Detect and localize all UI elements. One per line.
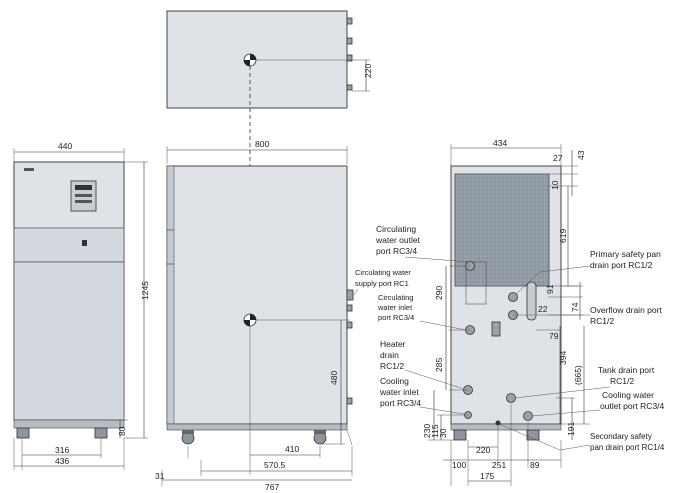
label-primary-pan: Primary safety pan drain port RC1/2 xyxy=(590,249,663,270)
dim-front-width: 440 xyxy=(58,141,72,151)
dim-rear-27: 27 xyxy=(553,153,563,163)
front-middle-panel xyxy=(13,227,125,263)
top-view-body xyxy=(166,10,348,109)
dim-front-height: 1245 xyxy=(140,281,150,300)
side-port-2 xyxy=(346,304,353,312)
control-display xyxy=(75,185,92,190)
front-view: 440 1245 80 316 436 xyxy=(13,141,150,470)
dim-rear-89: 89 xyxy=(530,460,540,470)
dim-front-316: 316 xyxy=(55,445,69,455)
rear-badge xyxy=(491,321,501,337)
dim-rear-91: 91 xyxy=(545,284,555,294)
dim-rear-220: 220 xyxy=(476,445,490,455)
top-center-mark-fill xyxy=(244,54,256,66)
dim-rear-191: 191 xyxy=(566,422,576,436)
dim-rear-290: 290 xyxy=(434,286,444,300)
dim-side-480: 480 xyxy=(329,371,339,385)
port-secondary-pan xyxy=(495,420,501,426)
front-wheel-right xyxy=(94,427,108,439)
dim-rear-251: 251 xyxy=(492,460,506,470)
rear-view: 434 27 43 10 619 91 74 xyxy=(422,138,590,486)
dim-front-436: 436 xyxy=(55,456,69,466)
dim-rear-22: 22 xyxy=(538,304,548,314)
label-circ-inlet: Circulating water inlet port RC3/4 xyxy=(377,293,416,322)
rear-inner-panel xyxy=(465,261,487,305)
label-heater-drain: Heater drain RC1/2 xyxy=(380,339,408,371)
dim-side-410: 410 xyxy=(285,444,299,454)
control-keys-1 xyxy=(75,194,92,197)
label-cooling-inlet: Cooling water inlet port RC3/4 xyxy=(379,376,421,408)
dim-rear-10: 10 xyxy=(550,180,560,190)
dim-rear-285: 285 xyxy=(434,358,444,372)
callouts: Circulating water outlet port RC3/4 Circ… xyxy=(352,224,665,452)
dim-rear-115: 115 xyxy=(430,424,440,438)
rear-pipe xyxy=(526,281,537,321)
side-port-4 xyxy=(346,397,353,405)
side-base xyxy=(166,423,348,431)
side-body xyxy=(166,165,348,425)
front-switch xyxy=(82,240,87,246)
front-wheel-left xyxy=(16,427,30,439)
side-center-mark-fill xyxy=(244,314,256,326)
side-front-edge xyxy=(166,165,175,425)
label-circ-outlet: Circulating water outlet port RC3/4 xyxy=(375,224,422,256)
top-port-2 xyxy=(346,37,353,45)
side-wheel-left-mount xyxy=(182,430,194,434)
dim-rear-100: 100 xyxy=(452,460,466,470)
front-base xyxy=(13,419,125,429)
front-lower-panel xyxy=(13,261,125,421)
side-port-3 xyxy=(346,321,353,329)
side-port-supply xyxy=(346,289,354,301)
dim-rear-74: 74 xyxy=(570,302,580,312)
side-view: 800 480 410 570.5 31 767 xyxy=(155,139,354,492)
label-tank-drain: Tank drain port RC1/2 xyxy=(598,365,657,386)
dim-rear-30: 30 xyxy=(438,428,448,438)
top-port-1 xyxy=(346,17,353,25)
dim-side-depth: 800 xyxy=(255,139,269,149)
rear-wheel-left xyxy=(453,429,467,441)
dim-rear-394: 394 xyxy=(558,351,568,365)
top-port-4 xyxy=(346,84,353,91)
dim-side-767: 767 xyxy=(265,482,279,492)
control-keys-2 xyxy=(75,200,92,203)
top-port-3 xyxy=(346,54,353,62)
dim-rear-79: 79 xyxy=(549,331,559,341)
dim-top-220: 220 xyxy=(363,64,373,78)
label-secondary-pan: Secondary safety pan drain port RC1/4 xyxy=(590,432,665,452)
dim-rear-43: 43 xyxy=(576,150,586,160)
dim-rear-width: 434 xyxy=(493,138,507,148)
label-overflow: Overflow drain port RC1/2 xyxy=(590,305,664,326)
label-cooling-outlet: Cooling water outlet port RC3/4 xyxy=(600,390,665,411)
top-view: 220 xyxy=(166,10,373,109)
dim-rear-619: 619 xyxy=(558,229,568,243)
rear-wheel-right xyxy=(526,429,540,441)
front-logo xyxy=(24,168,34,171)
dim-rear-230: 230 xyxy=(422,424,432,438)
label-circ-supply: Circulating water supply port RC1 xyxy=(355,268,413,288)
dim-front-base: 80 xyxy=(117,426,127,436)
port-tank-drain xyxy=(506,393,516,403)
dim-side-5705: 570.5 xyxy=(264,460,286,470)
dim-side-31: 31 xyxy=(155,471,165,481)
dim-rear-665: (665) xyxy=(573,365,583,385)
port-cooling-outlet xyxy=(523,411,533,421)
side-wheel-right-mount xyxy=(314,430,326,434)
dim-rear-175: 175 xyxy=(480,471,494,481)
port-primary-pan xyxy=(508,292,518,302)
